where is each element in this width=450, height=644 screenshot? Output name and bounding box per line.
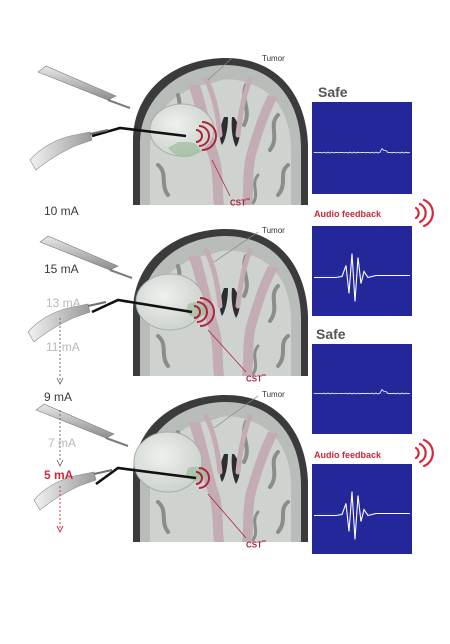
cst-label-3: CST** — [246, 540, 266, 550]
current-label-5: 5 mA — [44, 468, 74, 482]
current-label-13: 13 mA — [46, 296, 81, 310]
brain-section-2 — [91, 229, 308, 376]
signal-trace-4 — [314, 491, 410, 540]
step-arrow-head-1 — [56, 377, 64, 385]
monitor-panel-3 — [312, 344, 412, 434]
safe-label-1: Safe — [318, 84, 348, 100]
signal-trace-3 — [313, 388, 411, 395]
forceps-probe-1 — [37, 65, 131, 109]
monitor-panel-4 — [312, 464, 412, 554]
current-label-11: 11 mA — [46, 340, 80, 354]
step-arrow-head-3 — [56, 525, 64, 534]
monitor-panel-2 — [312, 226, 412, 316]
signal-trace-1 — [313, 147, 411, 154]
tumor-label-1: Tumor — [262, 54, 285, 63]
brain-section-1 — [91, 58, 308, 205]
current-label-9: 9 mA — [44, 390, 73, 404]
cst-label-2: CST** — [246, 374, 266, 384]
tumor-label-2: Tumor — [262, 226, 285, 235]
step-arrow-head-2 — [56, 459, 64, 467]
cst-label-1: CST** — [230, 198, 250, 208]
tumor-leader-2 — [213, 231, 259, 263]
cst-leader-1 — [211, 159, 231, 197]
audio-wave-icon-2 — [414, 438, 434, 468]
safe-label-2: Safe — [316, 326, 346, 342]
audio-feedback-label-2: Audio feedback — [314, 450, 382, 460]
brain-section-3 — [95, 395, 308, 542]
current-label-15: 15 mA — [44, 262, 79, 276]
cst-leader-3 — [207, 493, 247, 539]
tumor-label-3: Tumor — [262, 390, 285, 399]
tumor-leader-3 — [213, 395, 259, 429]
cst-leader-2 — [207, 329, 247, 373]
audio-wave-icon-1 — [414, 198, 434, 228]
current-label-7: 7 mA — [48, 436, 77, 450]
signal-trace-2 — [314, 253, 410, 302]
tumor-leader-1 — [207, 57, 233, 81]
current-label-10: 10 mA — [44, 204, 79, 218]
monitor-panel-1 — [312, 102, 412, 194]
audio-feedback-label-1: Audio feedback — [314, 209, 382, 219]
